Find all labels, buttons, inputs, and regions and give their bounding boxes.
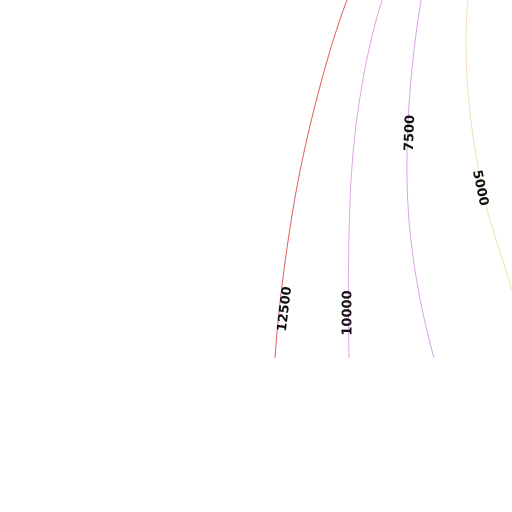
contour-line-5000 (465, 0, 512, 291)
contour-line-10000 (347, 0, 383, 359)
contour-label-12500: 12500 (275, 286, 295, 333)
contour-label-7500: 7500 (402, 115, 418, 152)
contour-label-10000: 10000 (341, 290, 356, 335)
contour-line-12500 (274, 0, 348, 359)
contour-line-7500 (406, 0, 435, 359)
contour-label-5000: 5000 (469, 169, 491, 208)
